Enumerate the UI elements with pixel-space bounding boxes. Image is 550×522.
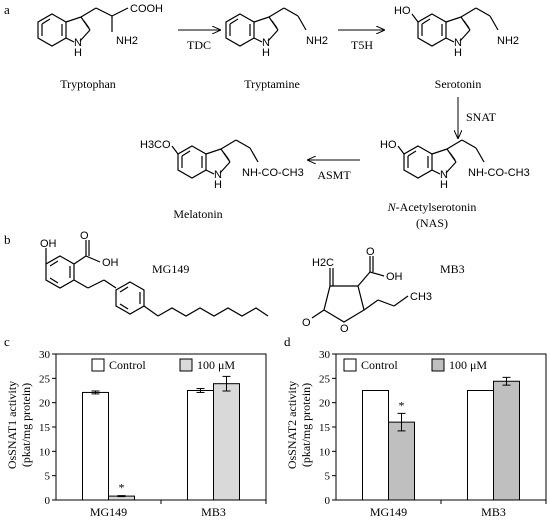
mb3-ch3: CH3: [410, 291, 432, 303]
chart-d-ytick-label: 15: [319, 422, 331, 434]
nas-h: H: [440, 179, 448, 191]
melatonin-n: N: [214, 169, 222, 181]
chart-c-ytick-label: 5: [45, 471, 51, 483]
tryptophan-cooh: COOH: [130, 3, 163, 15]
chart-d-legend-swatch: [431, 358, 445, 372]
mb3-oh: OH: [386, 271, 403, 283]
chart-c-legend-label: Control: [109, 358, 146, 372]
chart-c-bar: [187, 390, 214, 501]
mg149-carboxyl-oh: OH: [102, 257, 119, 269]
chart-d-bar: [388, 421, 415, 501]
chart-d-bar: [467, 390, 494, 501]
melatonin-h3co: H3CO: [140, 139, 171, 151]
chart-d-xtick-label: MB3: [481, 505, 506, 519]
chart-d-bar: [493, 380, 520, 501]
serotonin-label: Serotonin: [435, 77, 482, 91]
serotonin-ho: HO: [394, 5, 411, 17]
nas-abbreviation: (NAS): [416, 216, 448, 230]
chart-d-ylabel-1: OsSNAT2 activity: [285, 381, 299, 469]
chart-c-ylabel-2: (pkat/mg protein): [19, 383, 33, 467]
chart-c-ytick-label: 30: [39, 349, 51, 361]
tryptophan-structure: N H COOH NH2: [37, 3, 163, 59]
chart-d-xtick-label: MG149: [370, 505, 407, 519]
mb3-label: MB3: [440, 262, 465, 276]
chart-c-significance-mark: *: [119, 481, 125, 495]
chart-c-ytick-label: 0: [45, 495, 51, 507]
panel-label-b: b: [4, 232, 11, 247]
chart-c-ytick-label: 10: [39, 446, 51, 458]
chart-c-ytick-label: 15: [39, 422, 51, 434]
mb3-structure: H2C O OH CH3 O O: [302, 246, 432, 335]
tryptophan-label: Tryptophan: [60, 77, 116, 91]
chart-d-significance-mark: *: [399, 398, 405, 412]
melatonin-label: Melatonin: [173, 207, 222, 221]
nas-ho: HO: [380, 139, 397, 151]
tryptophan-h: H: [74, 47, 82, 59]
asmt-label: ASMT: [317, 168, 351, 182]
melatonin-sidechain: NH-CO-CH3: [242, 167, 304, 179]
tryptophan-nh2: NH2: [116, 35, 138, 47]
mb3-carbonyl-o: O: [302, 317, 311, 329]
chart-c-bar: [82, 391, 109, 501]
panel-label-c: c: [4, 334, 10, 349]
chart-d-legend-label: 100 μM: [449, 358, 487, 372]
chart-d-bar: [362, 390, 389, 501]
melatonin-structure: H3CO N H NH-CO-CH3: [140, 139, 304, 191]
chart-c-ylabel-1: OsSNAT1 activity: [5, 381, 19, 469]
nas-label-rest: -Acetylserotonin: [396, 200, 477, 214]
panel-label-d: d: [284, 334, 291, 349]
mg149-structure: OH O OH: [40, 230, 269, 317]
tryptamine-structure: N H NH2: [225, 7, 328, 59]
tryptamine-nh2: NH2: [306, 35, 328, 47]
chart-d-ylabel-2: (pkat/mg protein): [299, 383, 313, 467]
chart-c-xtick-label: MB3: [201, 505, 226, 519]
nas-n: N: [440, 169, 448, 181]
mb3-h2c: H2C: [312, 257, 334, 269]
chart-c-bar: [213, 383, 240, 501]
nas-label: N-Acetylserotonin: [387, 200, 477, 214]
tryptamine-h: H: [262, 47, 270, 59]
chart-c-legend-label: 100 μM: [197, 358, 235, 372]
tdc-label: TDC: [187, 38, 211, 52]
snat-label: SNAT: [466, 110, 497, 124]
chart-c-ytick-label: 25: [39, 373, 51, 385]
chart-d-ytick-label: 0: [325, 495, 331, 507]
serotonin-structure: HO N H NH2: [394, 5, 519, 59]
tryptamine-label: Tryptamine: [244, 77, 300, 91]
mg149-o: O: [80, 230, 89, 242]
chart-d-ytick-label: 10: [319, 446, 331, 458]
mb3-ring-o: O: [340, 323, 349, 335]
nas-sidechain: NH-CO-CH3: [468, 167, 530, 179]
nas-structure: HO N H NH-CO-CH3: [380, 139, 530, 191]
mb3-o: O: [366, 246, 375, 258]
chart-c-legend-swatch: [91, 358, 105, 372]
mg149-label: MG149: [152, 262, 189, 276]
t5h-label: T5H: [351, 38, 373, 52]
panel-label-a: a: [4, 2, 10, 17]
serotonin-h: H: [454, 47, 462, 59]
chart-d-legend-swatch: [343, 358, 357, 372]
tryptophan-n: N: [74, 37, 82, 49]
chart-d-ytick-label: 30: [319, 349, 331, 361]
serotonin-nh2: NH2: [497, 35, 519, 47]
chart-d-ytick-label: 5: [325, 471, 331, 483]
chart-d-ytick-label: 25: [319, 373, 331, 385]
serotonin-n: N: [454, 37, 462, 49]
chart-c-legend-swatch: [179, 358, 193, 372]
chart-c-ytick-label: 20: [39, 398, 51, 410]
nas-label-italic-n: N: [387, 200, 397, 214]
mg149-oh: OH: [40, 238, 57, 250]
melatonin-h: H: [214, 179, 222, 191]
tryptamine-n: N: [262, 37, 270, 49]
chart-d-ytick-label: 20: [319, 398, 331, 410]
chart-d-legend-label: Control: [361, 358, 398, 372]
chart-c-xtick-label: MG149: [90, 505, 127, 519]
